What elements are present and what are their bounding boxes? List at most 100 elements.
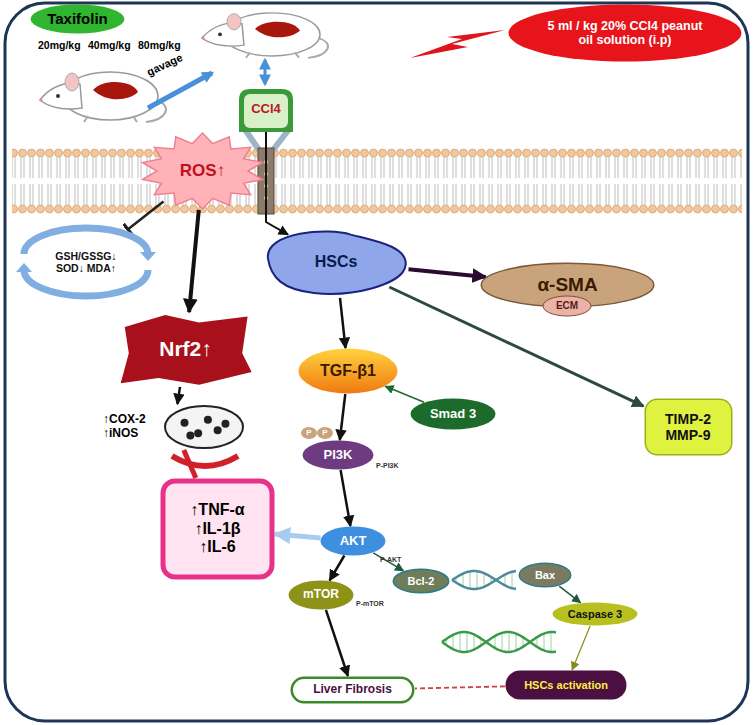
enzyme-box: TIMP-2 MMP-9: [644, 398, 733, 456]
kinase-oval: AKT: [320, 526, 386, 556]
lightning-bolt: [410, 30, 505, 58]
node-text: Bax: [535, 569, 555, 582]
helix-rung: [463, 574, 464, 587]
inhibition-arc: [172, 456, 238, 466]
membrane-band: [12, 148, 742, 214]
protein-shape: α-SMAECM: [480, 262, 655, 308]
redox-cycle: GSH/GSSG↓ SOD↓ MDA↑: [14, 222, 158, 302]
node-text: PI3K: [324, 448, 353, 463]
node-text: ↑COX-2 ↑iNOS: [103, 413, 159, 441]
helix-rung: [544, 634, 545, 651]
node-text: Caspase 3: [568, 608, 622, 621]
helix-rung: [512, 572, 513, 588]
helix-rung: [467, 632, 468, 652]
node-text: TGF-β1: [320, 362, 376, 380]
node-text: Liver Fibrosis: [313, 683, 392, 697]
helix-rung: [505, 575, 506, 586]
helix-rung: [495, 636, 496, 648]
annotation-label: P: [319, 427, 331, 439]
rat-illustration: [39, 72, 166, 122]
gavage-arrow: [148, 73, 212, 108]
node-text: ECM: [556, 300, 578, 312]
helix-rung: [502, 633, 503, 651]
node-text: AKT: [340, 534, 367, 549]
cell-shape: HSCs: [262, 226, 410, 298]
helix-rung: [453, 635, 454, 649]
helix-rung: [477, 571, 478, 589]
annotation-label: P: [303, 427, 315, 439]
node-text: 5 ml / kg 20% CCl4 peanut oil solution (…: [543, 19, 708, 48]
dna-helix: [452, 571, 516, 589]
gavage-arrow: [148, 73, 212, 108]
ros-star: ROS↑: [140, 132, 265, 210]
annotation-label: 40mg/kg: [88, 40, 131, 52]
cytokine-box: ↑TNF-α ↑IL-1β ↑IL-6: [160, 478, 275, 580]
pathway-arrow: [177, 387, 180, 404]
pathway-arrow: [341, 470, 351, 526]
helix-rung: [516, 634, 517, 651]
annotation-label: 20mg/kg: [38, 40, 81, 52]
node-text: α-SMA: [537, 274, 597, 296]
protein-oval: Bax: [518, 562, 572, 588]
annotation-label: 80mg/kg: [138, 40, 181, 52]
pathway-arrow: [275, 534, 321, 538]
helix-rung: [551, 632, 552, 652]
node-text: Smad 3: [430, 407, 476, 422]
kinase-oval: mTOR: [288, 580, 354, 610]
annotation-label: gavage: [145, 51, 184, 78]
pathway-arrow: [330, 556, 345, 581]
pathway-arrow: [189, 210, 199, 312]
node-text: mTOR: [303, 588, 339, 602]
pathway-arrow: [373, 553, 403, 571]
helix-strand: [442, 632, 556, 652]
node-text: CCl4: [251, 102, 281, 117]
outcome-pill: Liver Fibrosis: [290, 676, 415, 704]
node-text: GSH/GSSG↓ SOD↓ MDA↑: [45, 250, 127, 274]
helix-strand: [452, 571, 516, 589]
inhibition-line: [128, 202, 164, 230]
outcome-pill: HSCs activation: [505, 670, 627, 700]
protein-oval: Bcl-2: [392, 568, 450, 594]
helix-rung: [509, 632, 510, 652]
matrix-tag: ECM: [542, 295, 592, 317]
node-text: HSCs activation: [524, 679, 608, 692]
enzyme-oval: Caspase 3: [552, 602, 638, 626]
injection-arrow: [265, 60, 266, 84]
pathway-arrow: [326, 610, 348, 676]
factor-shape: Nrf2↑: [118, 312, 253, 387]
kinase-oval: PI3K: [302, 440, 374, 470]
pathway-arrow: [415, 686, 505, 688]
node-text: Nrf2↑: [159, 337, 212, 361]
pathway-arrow: [559, 586, 580, 603]
pathway-arrow: [409, 269, 486, 277]
node-text: ROS↑: [180, 161, 225, 181]
pathway-arrow: [385, 386, 424, 402]
node-text: HSCs: [315, 253, 358, 271]
pathway-arrow: [572, 626, 590, 670]
enzyme-vesicle: ↑COX-2 ↑iNOS: [103, 404, 245, 450]
node-text: TIMP-2 MMP-9: [652, 411, 724, 443]
helix-rung: [460, 632, 461, 651]
injection-arrow: [264, 60, 267, 84]
helix-rung: [484, 573, 485, 587]
growth-factor: TGF-β1: [298, 348, 398, 394]
helix-rung: [474, 634, 475, 649]
phospho-marks: [317, 427, 333, 439]
pathway-arrow: [340, 394, 346, 440]
rat-illustration: [201, 13, 328, 58]
pathway-arrow: [184, 450, 196, 478]
annotation-label: P-mTOR: [356, 600, 384, 608]
smad-oval: Smad 3: [410, 398, 496, 430]
pathway-arrow: [266, 132, 288, 235]
helix-strand: [442, 632, 556, 652]
node-text: Taxifolin: [47, 10, 108, 27]
helix-rung: [470, 571, 471, 588]
receptor-cap: CCl4: [236, 86, 296, 132]
helix-strand: [452, 571, 516, 589]
node-text: ↑TNF-α ↑IL-1β ↑IL-6: [180, 501, 255, 556]
frame: [5, 3, 748, 721]
phospho-marks: [301, 427, 317, 439]
treatment-label: 5 ml / kg 20% CCl4 peanut oil solution (…: [508, 4, 742, 62]
drug-label: Taxifolin: [30, 4, 125, 34]
pathway-arrow: [340, 298, 346, 348]
